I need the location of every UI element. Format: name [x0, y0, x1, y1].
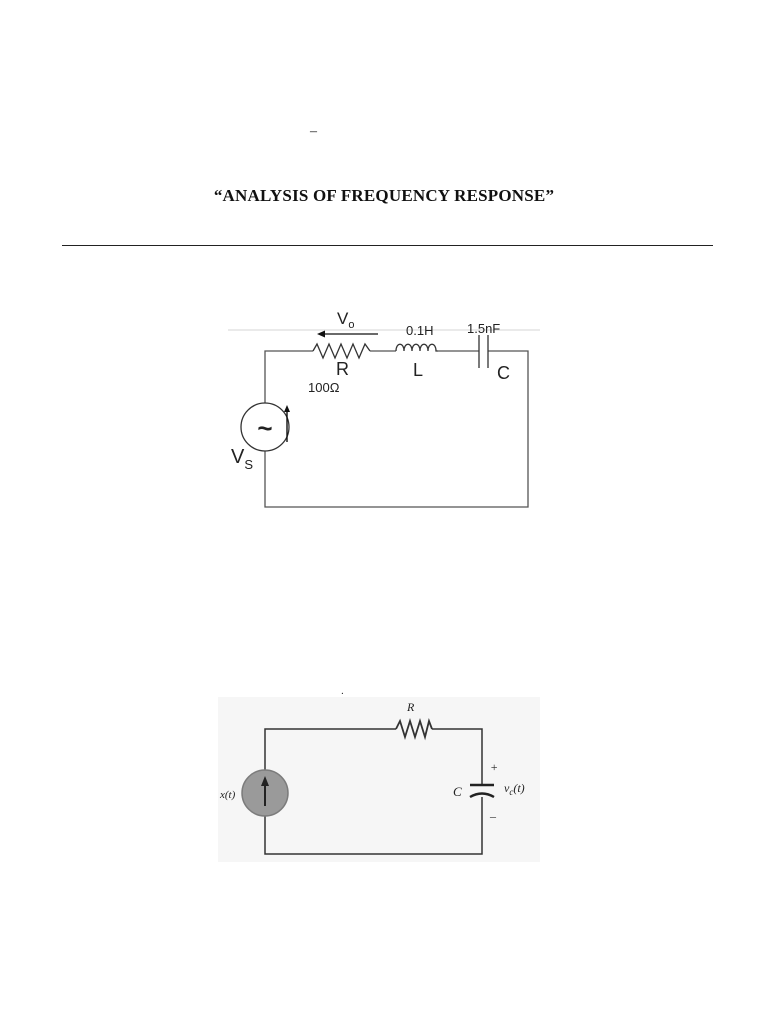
resistor-2-symbol	[395, 717, 433, 741]
output-voltage-label: Vo	[337, 309, 354, 331]
wire-bottom	[264, 797, 483, 855]
wire-top-right	[432, 728, 483, 785]
capacitor-2-symbol	[469, 783, 495, 799]
capacitor-1-symbol	[478, 335, 489, 368]
rc-resistor-label: R	[406, 700, 415, 714]
capacitor-value: 1.5nF	[467, 321, 500, 336]
resistor-1-symbol	[312, 342, 371, 360]
rc-wires	[264, 728, 483, 855]
source-signal-label: x(t)	[219, 789, 236, 801]
capacitor-label: C	[497, 363, 510, 383]
rlc-circuit: ~ Vo 0.1H 1.5nF R L C 100Ω VS	[228, 309, 540, 508]
inductor-value: 0.1H	[406, 323, 433, 338]
inductor-symbol	[395, 343, 438, 352]
plus-sign: +	[490, 760, 498, 774]
capacitor-voltage-label: vc(t)	[504, 781, 525, 797]
rc-capacitor-label: C	[453, 784, 462, 799]
source-voltage-label: VS	[231, 446, 253, 472]
wire-loop	[264, 350, 529, 508]
rc-circuit: · R C x(t) vc(t) + –	[218, 689, 540, 862]
inductor-label: L	[413, 360, 423, 380]
ac-source-symbol	[240, 402, 290, 452]
minus-sign: –	[489, 809, 497, 823]
scan-dot: ·	[341, 689, 344, 700]
resistor-label: R	[336, 359, 349, 379]
ac-tilde-icon: ~	[257, 413, 272, 443]
source-arrowhead-icon	[284, 405, 290, 412]
wire-top-left	[264, 728, 396, 771]
page-title: “ANALYSIS OF FREQUENCY RESPONSE”	[213, 186, 555, 205]
current-arrowhead-icon	[261, 776, 269, 786]
rlc-wires	[264, 350, 529, 508]
resistor-value: 100Ω	[308, 380, 340, 395]
output-arrowhead-icon	[317, 330, 325, 338]
divider-line	[62, 245, 713, 246]
wire-left-top	[264, 350, 313, 403]
header-dash: –	[310, 124, 317, 139]
